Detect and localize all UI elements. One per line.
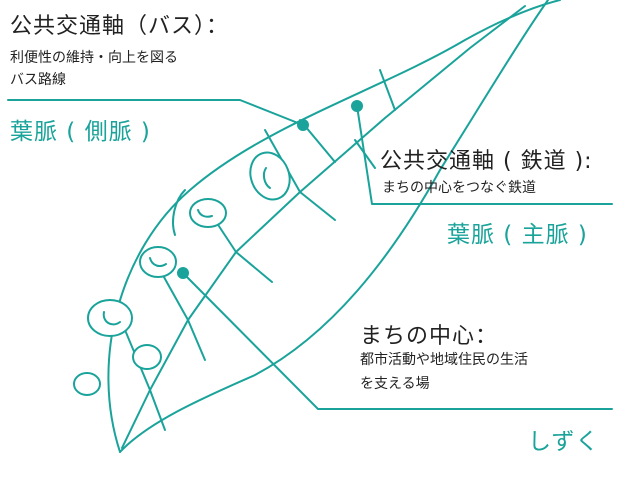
- bus-axis-desc-line1: 利便性の維持・向上を図る: [10, 50, 178, 66]
- droplet-highlight: [197, 209, 213, 218]
- droplet: [249, 151, 291, 201]
- droplet-highlight: [262, 167, 271, 189]
- bus-axis-desc-line2: バス路線: [10, 72, 66, 88]
- rail-axis-title: 公共交通軸 ( 鉄道 ):: [380, 149, 593, 174]
- side-vein: [235, 251, 273, 283]
- droplet: [139, 246, 177, 278]
- droplet: [189, 198, 227, 228]
- leaf-midrib: [121, 5, 526, 449]
- side-vein: [187, 319, 206, 361]
- pointer-line-bus: [7, 99, 304, 126]
- bus-leaf-term: 葉脈 ( 側脈 ): [10, 119, 151, 145]
- junction-dot: [297, 119, 309, 131]
- center-desc-line2: を支える場: [360, 376, 430, 392]
- center-leaf-term: しずく: [528, 429, 600, 455]
- side-vein: [299, 191, 336, 221]
- droplet: [132, 344, 162, 370]
- side-vein: [149, 389, 166, 431]
- center-desc-line1: 都市活動や地域住民の生活: [360, 352, 528, 368]
- droplet-highlight: [102, 311, 121, 326]
- side-vein: [159, 269, 189, 321]
- center-title: まちの中心：: [360, 324, 499, 349]
- side-vein: [379, 69, 396, 111]
- junction-dot: [177, 267, 189, 279]
- droplet: [87, 299, 133, 337]
- junction-dot: [351, 100, 363, 112]
- leaf-outline-lower: [119, 0, 549, 453]
- droplet-highlight: [149, 257, 167, 267]
- bus-axis-title: 公共交通軸（バス）：: [10, 14, 230, 39]
- leaf-edge-detail: [172, 189, 186, 236]
- pointer-line-rail: [356, 105, 613, 205]
- droplet: [73, 372, 101, 396]
- rail-axis-desc: まちの中心をつなぐ鉄道: [382, 180, 536, 196]
- rail-leaf-term: 葉脈 ( 主脈 ): [447, 222, 588, 248]
- pointer-line-center: [182, 272, 613, 410]
